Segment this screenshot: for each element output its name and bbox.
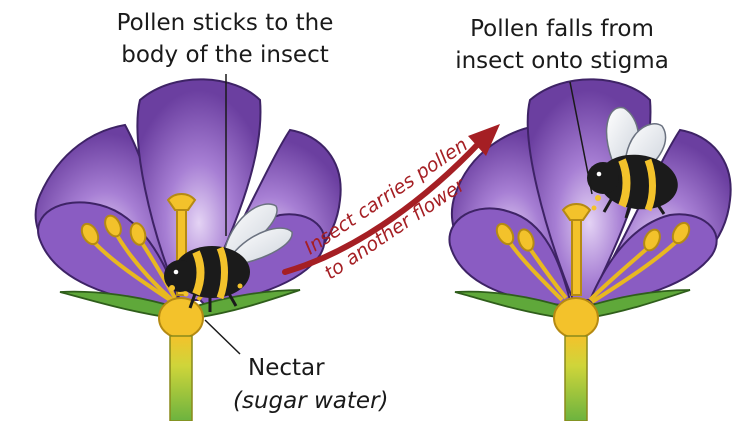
right-ovary bbox=[554, 298, 598, 338]
right-top-caption-line1: Pollen falls from bbox=[470, 16, 654, 42]
right-stem bbox=[565, 336, 587, 421]
right-style bbox=[572, 215, 581, 295]
left-bee-head bbox=[164, 260, 196, 292]
left-top-caption-line1: Pollen sticks to the bbox=[117, 10, 334, 36]
right-top-caption-line2: insect onto stigma bbox=[455, 48, 669, 74]
left-stem bbox=[170, 336, 192, 421]
nectar-caption-line1: Nectar bbox=[248, 355, 325, 381]
nectar-leader-line bbox=[205, 320, 240, 354]
nectar-caption-line2: (sugar water) bbox=[233, 388, 389, 414]
left-ovary bbox=[159, 298, 203, 338]
left-top-caption-line2: body of the insect bbox=[121, 42, 329, 68]
